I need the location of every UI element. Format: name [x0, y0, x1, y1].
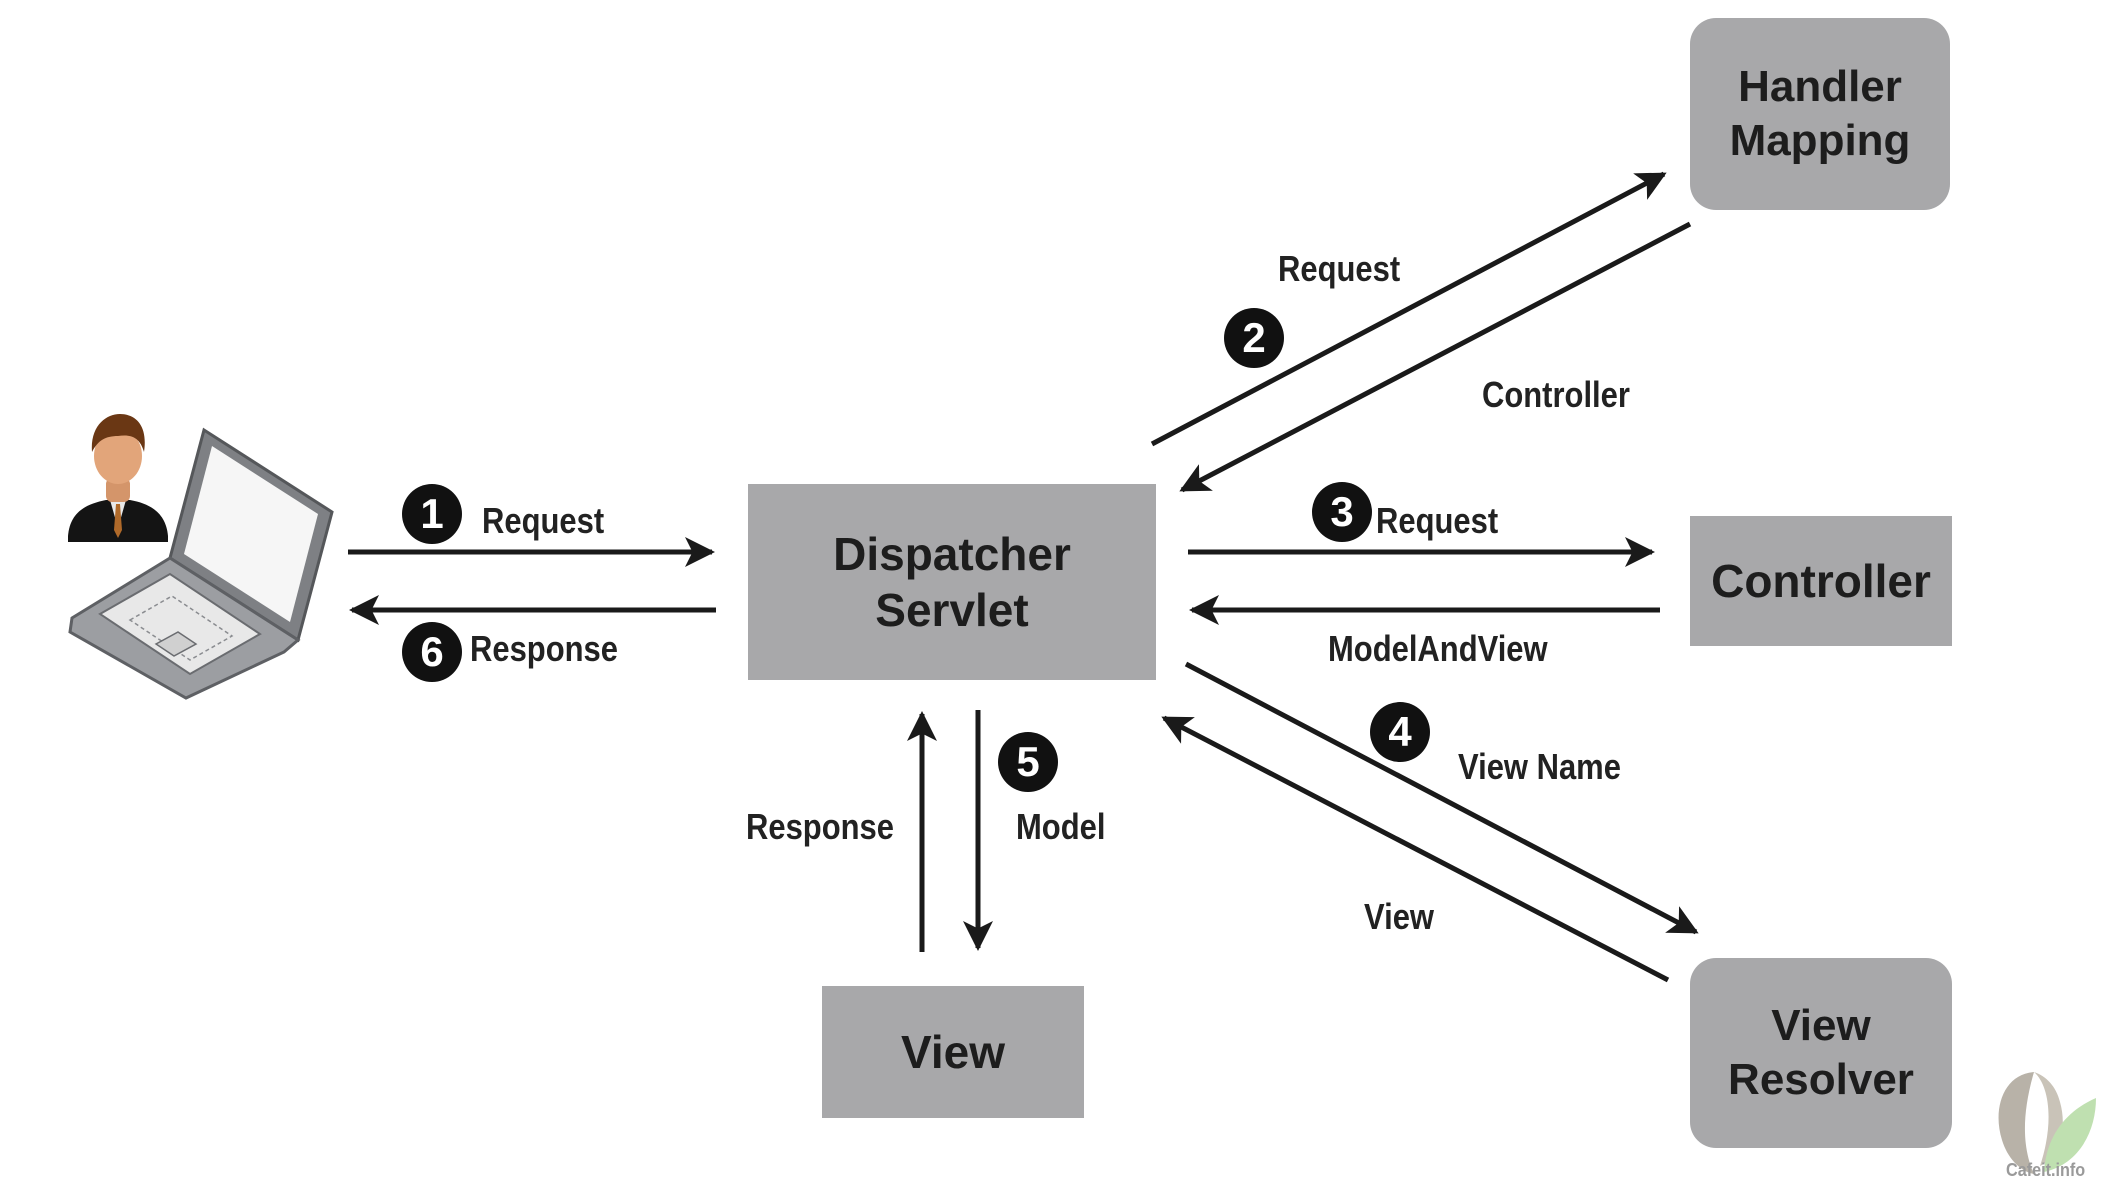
view-box: View: [822, 986, 1084, 1118]
label-step-1-request: Request: [482, 500, 605, 541]
label-step-2-controller: Controller: [1482, 374, 1630, 415]
label-step-3-request: Request: [1376, 500, 1499, 541]
label-step-5-response: Response: [746, 806, 894, 847]
watermark-logo-icon: [1998, 1072, 2096, 1174]
handler-mapping-box: Handler Mapping: [1690, 18, 1950, 210]
user-icon: [68, 414, 168, 542]
step-1-badge: 1: [402, 484, 462, 544]
client: [68, 414, 334, 700]
label-step-6-response: Response: [470, 628, 618, 669]
step-6-badge: 6: [402, 622, 462, 682]
step-5-badge: 5: [998, 732, 1058, 792]
watermark-text: Cafeit.info: [2006, 1160, 2086, 1180]
label-step-3-modelandview: ModelAndView: [1328, 628, 1548, 669]
step-2-badge: 2: [1224, 308, 1284, 368]
laptop-icon: [68, 427, 334, 700]
label-step-4-view-name: View Name: [1458, 746, 1621, 787]
label-step-5-model: Model: [1016, 806, 1106, 847]
dispatcher-servlet-line-2: Servlet: [875, 584, 1029, 636]
label-step-2-request: Request: [1278, 248, 1401, 289]
handler-mapping-line-1: Handler: [1738, 62, 1902, 112]
arrow-controller-to-dispatcher: [1179, 221, 1692, 493]
controller-box: Controller: [1690, 516, 1952, 646]
handler-mapping-line-2: Mapping: [1729, 116, 1911, 165]
dispatcher-servlet-line-1: Dispatcher: [833, 527, 1071, 580]
label-step-4-view: View: [1364, 896, 1434, 937]
view-resolver-line-2: Resolver: [1728, 1055, 1914, 1104]
dispatcher-servlet-box: Dispatcher Servlet: [748, 484, 1156, 680]
controller-line-1: Controller: [1711, 554, 1931, 607]
arrow-view-to-dispatcher: [1161, 715, 1670, 983]
arrow-request-to-handler-mapping: [1150, 171, 1667, 447]
step-4-badge: 4: [1370, 702, 1430, 762]
view-line-1: View: [901, 1025, 1005, 1078]
arrow-view-name-to-view-resolver: [1184, 661, 1699, 935]
view-resolver-line-1: View: [1771, 1001, 1871, 1051]
step-3-badge: 3: [1312, 482, 1372, 542]
view-resolver-box: View Resolver: [1690, 958, 1952, 1148]
